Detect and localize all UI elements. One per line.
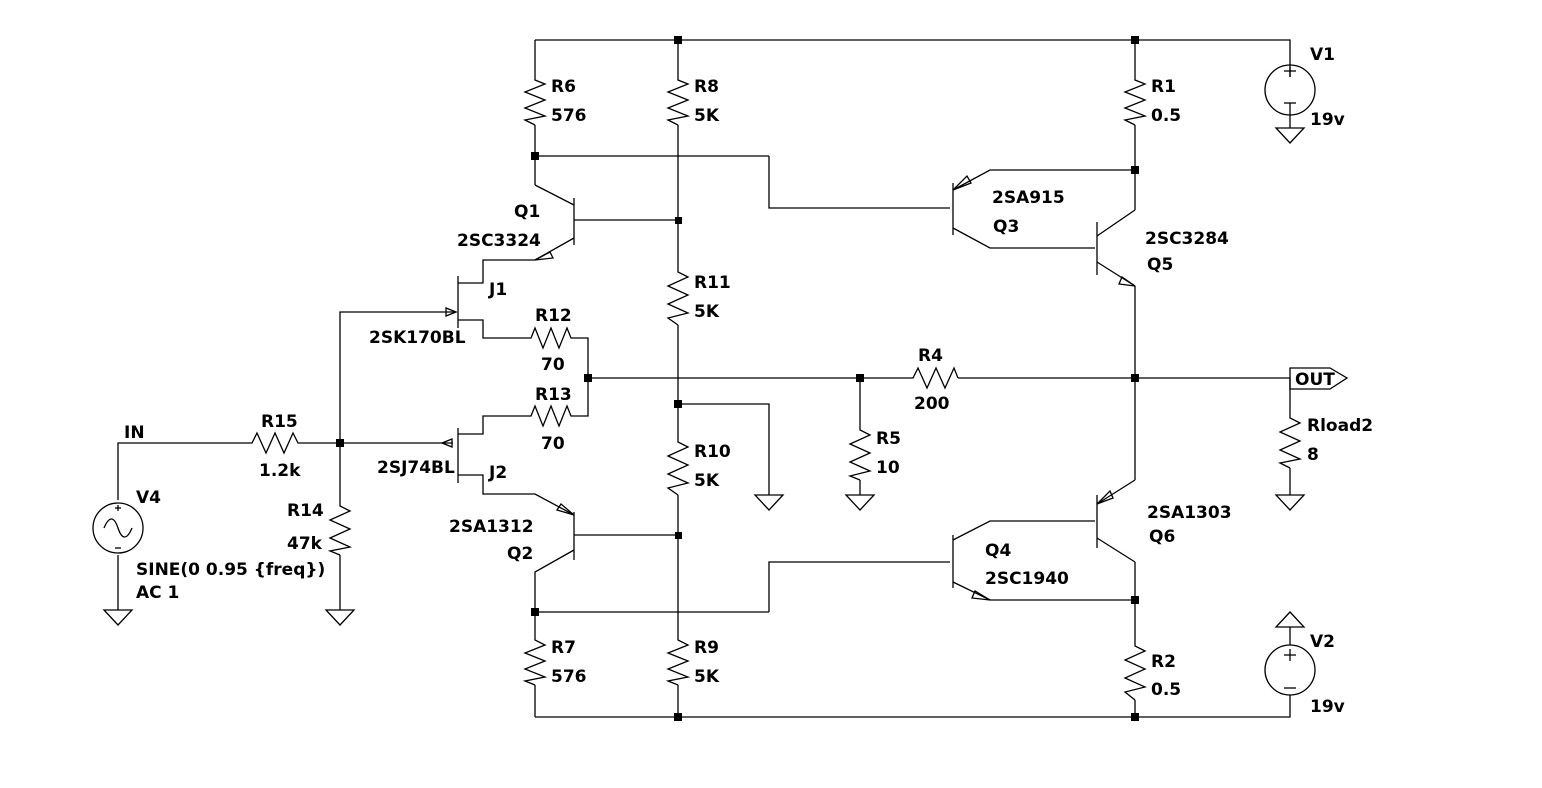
q4-name: Q4 bbox=[985, 541, 1011, 561]
r9-value: 5K bbox=[694, 667, 720, 687]
r10-body bbox=[666, 435, 690, 496]
r8-body bbox=[666, 75, 691, 126]
r4-name: R4 bbox=[918, 346, 943, 366]
r14-name: R14 bbox=[287, 501, 324, 521]
q1-emitter-arrow bbox=[534, 251, 554, 261]
r15-value: 1.2k bbox=[259, 461, 301, 481]
r9-body bbox=[665, 635, 691, 686]
r2-value: 0.5 bbox=[1151, 680, 1181, 700]
v4-symbol bbox=[92, 502, 144, 554]
r15-body bbox=[246, 431, 304, 455]
r7-value: 576 bbox=[551, 667, 587, 687]
r10-name: R10 bbox=[694, 442, 731, 462]
rload2-body bbox=[1278, 412, 1303, 469]
r13-value: 70 bbox=[541, 434, 565, 454]
v4-value: SINE(0 0.95 {freq}) bbox=[136, 560, 325, 580]
q5-model: 2SC3284 bbox=[1145, 229, 1229, 249]
v4-ac: AC 1 bbox=[136, 583, 179, 603]
r5-name: R5 bbox=[876, 429, 901, 449]
ground-icon bbox=[1274, 611, 1306, 628]
v2-value: 19v bbox=[1310, 697, 1345, 717]
j1-gate-arrow bbox=[445, 307, 458, 317]
r5-value: 10 bbox=[876, 458, 900, 478]
rload2-value: 8 bbox=[1307, 445, 1319, 465]
q2-emitter-arrow bbox=[555, 503, 575, 516]
q4-model: 2SC1940 bbox=[985, 569, 1069, 589]
q3-emitter-arrow bbox=[952, 174, 972, 191]
ground-icon bbox=[753, 494, 785, 511]
q1-name: Q1 bbox=[514, 202, 540, 222]
in-net-label: IN bbox=[124, 423, 145, 443]
j1-model: 2SK170BL bbox=[369, 328, 466, 348]
r13-body bbox=[527, 404, 575, 428]
r1-name: R1 bbox=[1151, 77, 1176, 97]
v1-value: 19v bbox=[1310, 110, 1345, 130]
j2-name: J2 bbox=[488, 463, 507, 483]
resistors bbox=[246, 75, 1303, 701]
r5-body bbox=[847, 425, 872, 481]
r7-body bbox=[522, 635, 548, 686]
rload2-name: Rload2 bbox=[1307, 416, 1373, 436]
v4-name: V4 bbox=[136, 488, 161, 508]
v2-name: V2 bbox=[1310, 632, 1335, 652]
r14-value: 47k bbox=[287, 534, 323, 554]
r6-body bbox=[523, 75, 548, 126]
q5-emitter-arrow bbox=[1118, 276, 1136, 287]
r4-body bbox=[908, 366, 959, 390]
r12-value: 70 bbox=[541, 355, 565, 375]
r4-value: 200 bbox=[914, 394, 950, 414]
q6-name: Q6 bbox=[1149, 527, 1175, 547]
q6-emitter-arrow bbox=[1096, 489, 1114, 505]
r12-body bbox=[527, 326, 575, 350]
labels: R6 576 R8 5K R1 0.5 R11 5K R10 5K R9 5K … bbox=[124, 45, 1373, 717]
r1-value: 0.5 bbox=[1151, 106, 1181, 126]
r10-value: 5K bbox=[694, 471, 720, 491]
q4-emitter-arrow bbox=[971, 590, 991, 601]
q5-name: Q5 bbox=[1147, 255, 1173, 275]
q1-model: 2SC3324 bbox=[457, 231, 541, 251]
r11-name: R11 bbox=[694, 273, 731, 293]
r9-name: R9 bbox=[694, 638, 719, 658]
ground-icon bbox=[1274, 127, 1306, 144]
q3-model: 2SA915 bbox=[992, 188, 1065, 208]
r12-name: R12 bbox=[535, 306, 572, 326]
r6-value: 576 bbox=[551, 106, 587, 126]
wires bbox=[117, 39, 1291, 718]
r13-name: R13 bbox=[535, 385, 572, 405]
v1-name: V1 bbox=[1310, 45, 1335, 65]
r1-body bbox=[1123, 75, 1148, 126]
q3-name: Q3 bbox=[993, 217, 1019, 237]
r14-body bbox=[327, 500, 353, 556]
r7-name: R7 bbox=[551, 638, 576, 658]
j2-gate-arrow bbox=[440, 438, 453, 448]
q2-model: 2SA1312 bbox=[449, 517, 534, 537]
j1-name: J1 bbox=[488, 280, 507, 300]
r8-name: R8 bbox=[694, 77, 719, 97]
q6-model: 2SA1303 bbox=[1147, 503, 1232, 523]
r11-body bbox=[666, 265, 690, 326]
ground-icon bbox=[1274, 494, 1306, 511]
ground-icon bbox=[844, 494, 876, 511]
v2-symbol bbox=[1264, 644, 1316, 696]
ground-icon bbox=[324, 609, 356, 626]
j2-model: 2SJ74BL bbox=[377, 458, 455, 478]
transistors bbox=[440, 174, 1136, 601]
grounds bbox=[102, 127, 1306, 628]
r11-value: 5K bbox=[694, 302, 720, 322]
out-net-label: OUT bbox=[1295, 370, 1335, 390]
r6-name: R6 bbox=[551, 77, 576, 97]
r8-value: 5K bbox=[694, 106, 720, 126]
q2-name: Q2 bbox=[507, 544, 533, 564]
r15-name: R15 bbox=[261, 412, 298, 432]
r2-name: R2 bbox=[1151, 652, 1176, 672]
out-port-flag bbox=[1289, 367, 1349, 390]
junctions bbox=[336, 36, 1139, 721]
r2-body bbox=[1123, 640, 1147, 701]
ground-icon bbox=[102, 609, 134, 626]
sources bbox=[92, 64, 1316, 696]
